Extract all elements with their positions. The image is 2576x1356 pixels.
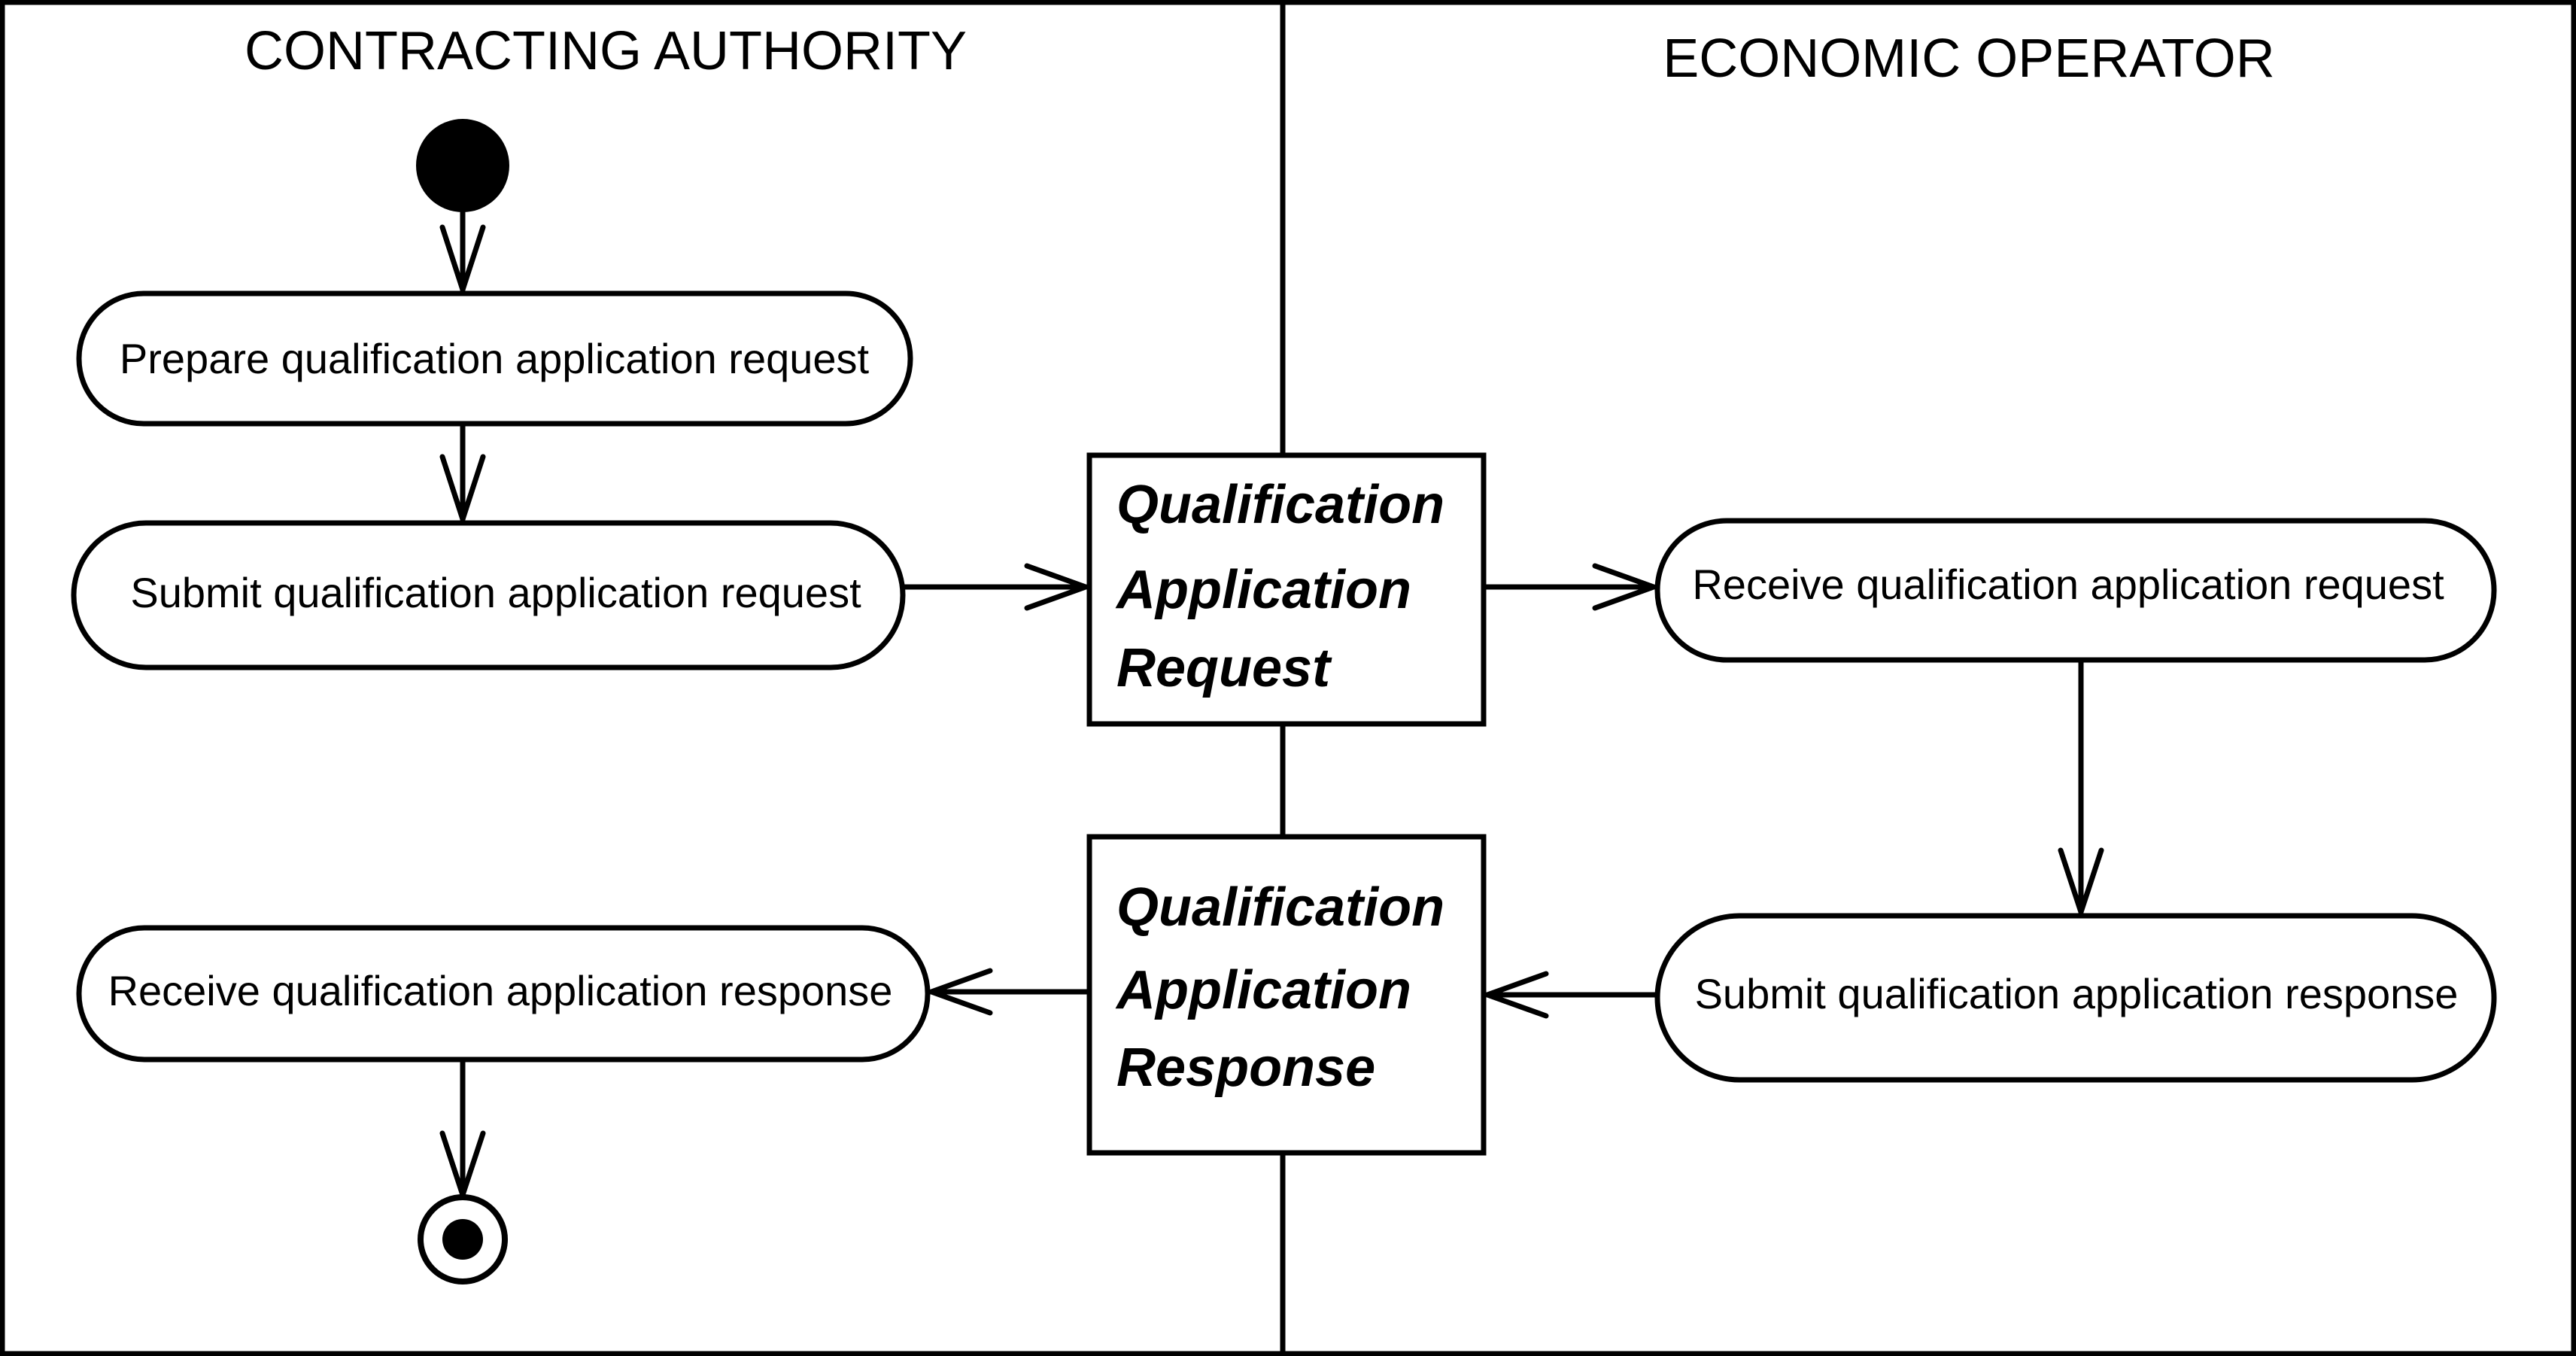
flow-arrow [2058, 659, 2104, 915]
activity-label: Submit qualification application respons… [1695, 970, 2459, 1017]
activity-label: Receive qualification application respon… [108, 967, 893, 1014]
object-node-response: Qualification Application Response [1086, 834, 1487, 1156]
lane-title-contracting-authority: CONTRACTING AUTHORITY [245, 21, 967, 81]
object-label-line: Response [1116, 1038, 1375, 1098]
flow-arrow [439, 209, 486, 293]
object-label-line: Application [1115, 960, 1411, 1020]
object-label-line: Qualification [1116, 475, 1444, 535]
object-label-line: Application [1115, 560, 1411, 620]
activity-label: Submit qualification application request [130, 569, 861, 616]
flow-arrow [1484, 971, 1658, 1019]
activity-receive-response: Receive qualification application respon… [76, 925, 931, 1063]
activity-submit-response: Submit qualification application respons… [1654, 913, 2497, 1083]
flow-arrow [439, 423, 486, 522]
activity-prepare-request: Prepare qualification application reques… [76, 290, 913, 427]
object-label-line: Qualification [1116, 877, 1444, 938]
initial-node [416, 119, 509, 212]
activity-label: Prepare qualification application reques… [120, 335, 870, 382]
flow-arrow [1483, 563, 1657, 611]
activity-receive-request: Receive qualification application reques… [1654, 518, 2497, 663]
flow-arrow [902, 563, 1089, 611]
final-node [418, 1194, 508, 1285]
activity-submit-request: Submit qualification application request [71, 520, 906, 670]
flow-arrow [928, 968, 1090, 1016]
lane-title-economic-operator: ECONOMIC OPERATOR [1663, 29, 2274, 89]
object-label-line: Request [1116, 638, 1332, 698]
activity-label: Receive qualification application reques… [1692, 561, 2444, 608]
object-node-request: Qualification Application Request [1086, 452, 1487, 727]
